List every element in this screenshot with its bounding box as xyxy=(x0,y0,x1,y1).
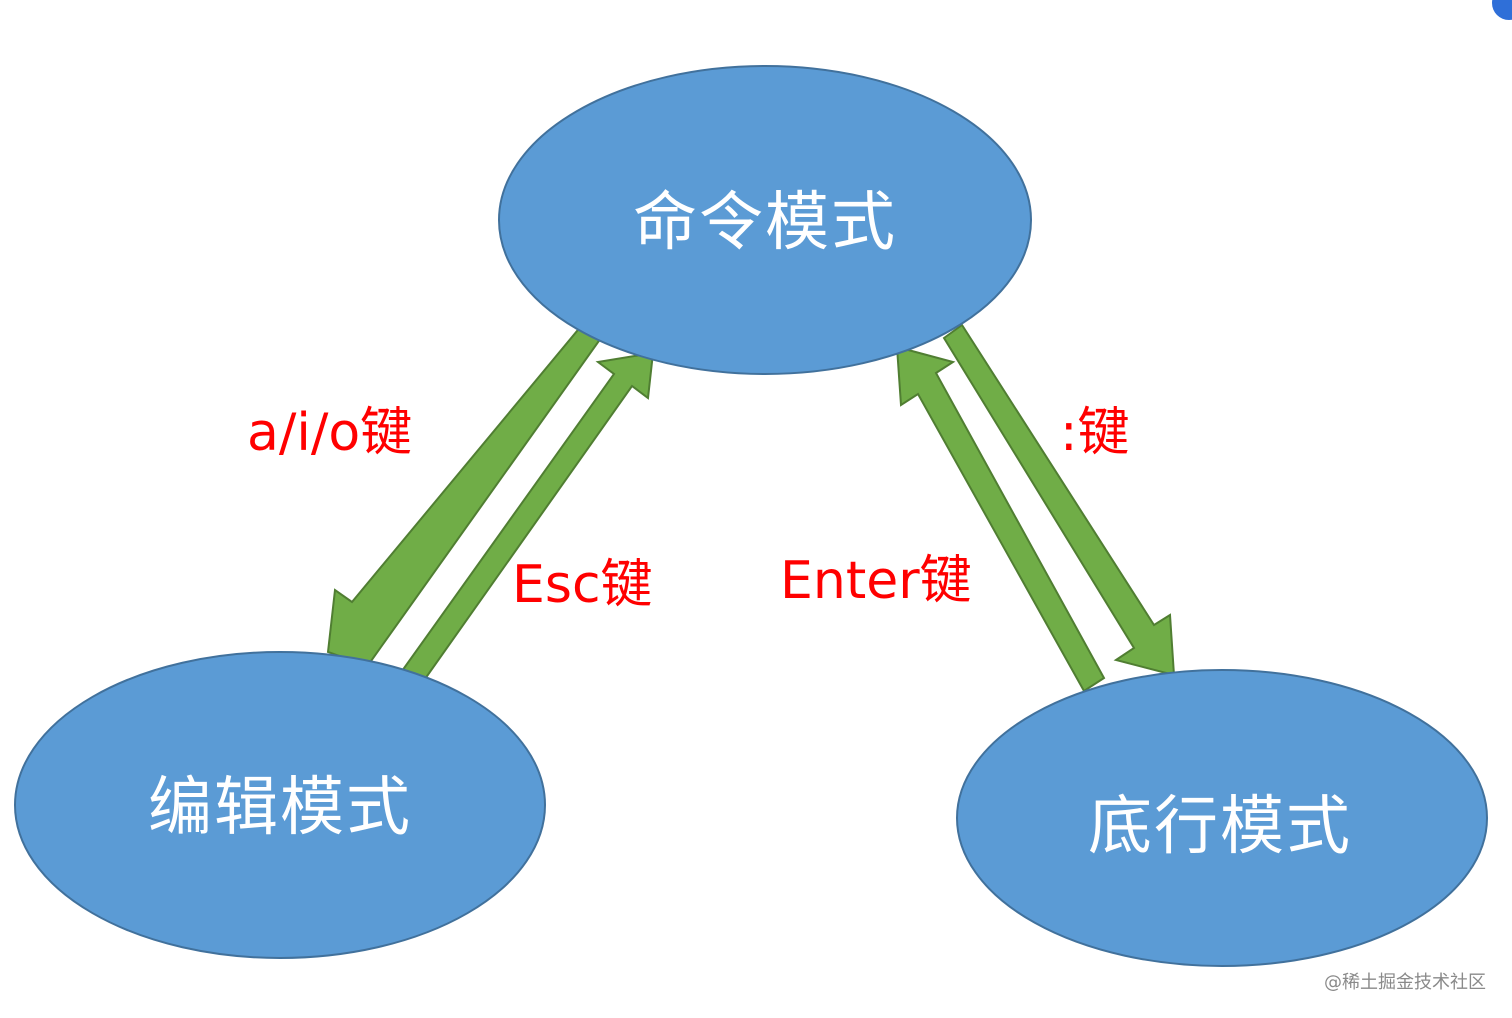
edge-label-colon-key: :键 xyxy=(1060,403,1130,463)
node-command-mode-label: 命令模式 xyxy=(633,186,897,260)
edge-label-aio-key: a/i/o键 xyxy=(247,403,412,463)
node-bottom-line-mode xyxy=(956,669,1488,967)
corner-badge xyxy=(1492,0,1512,20)
edge-label-enter-key: Enter键 xyxy=(780,551,972,611)
node-command-mode xyxy=(498,65,1032,375)
arrow-bottom-to-command xyxy=(895,345,1106,693)
node-bottom-line-mode-label: 底行模式 xyxy=(1088,790,1352,864)
arrow-edit-to-command xyxy=(400,351,655,688)
watermark: @稀土掘金技术社区 xyxy=(1324,972,1486,993)
arrow-command-to-bottom xyxy=(942,323,1176,677)
node-edit-mode xyxy=(14,651,546,959)
edge-label-esc-key: Esc键 xyxy=(512,555,653,615)
node-edit-mode-label: 编辑模式 xyxy=(148,771,412,845)
